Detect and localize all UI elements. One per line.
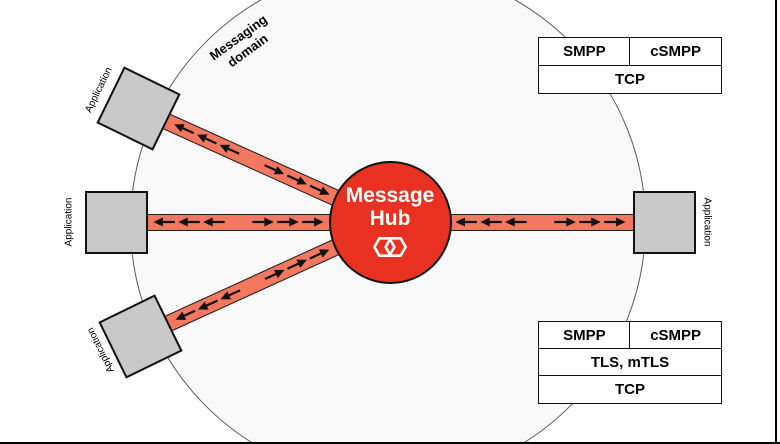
message-hub-node: Message Hub (328, 160, 452, 284)
pipe-middle-left (116, 213, 390, 231)
protocol-cell-csmpp: cSMPP (629, 321, 722, 350)
hub-title-line2: Hub (369, 207, 411, 230)
application-label-middle-left: Application (63, 197, 75, 247)
protocol-cell-tcp: TCP (538, 64, 722, 94)
pipe-bottom-left (136, 214, 394, 344)
canvas-right-edge (775, 0, 777, 444)
flow-arrows-icon (455, 217, 626, 226)
canvas-bottom-edge (0, 442, 780, 444)
table-row: TCP (538, 375, 722, 404)
hub-title: Message Hub (346, 184, 435, 230)
application-node-middle-left (84, 190, 148, 254)
table-row: SMPP cSMPP (538, 321, 722, 350)
application-node-right (632, 190, 696, 254)
protocol-cell-tcp: TCP (538, 375, 722, 404)
protocol-cell-tls: TLS, mTLS (538, 348, 722, 377)
table-row: TCP (538, 64, 722, 94)
flow-arrows-icon (175, 248, 330, 320)
table-row: SMPP cSMPP (538, 37, 722, 66)
flow-arrows-icon (153, 217, 324, 226)
pipe-top-left (134, 100, 394, 230)
flow-arrows-icon (174, 123, 330, 195)
table-row: TLS, mTLS (538, 348, 722, 377)
hub-title-line1: Message (345, 183, 435, 207)
linked-hexagons-icon (372, 237, 408, 258)
protocol-cell-csmpp: cSMPP (629, 37, 722, 66)
protocol-cell-smpp: SMPP (538, 37, 631, 66)
protocol-cell-smpp: SMPP (538, 321, 631, 350)
protocol-stack-table-top-right: SMPP cSMPP TCP (538, 37, 722, 94)
protocol-stack-table-bottom-right: SMPP cSMPP TLS, mTLS TCP (538, 321, 722, 404)
application-label-right: Application (701, 197, 713, 247)
